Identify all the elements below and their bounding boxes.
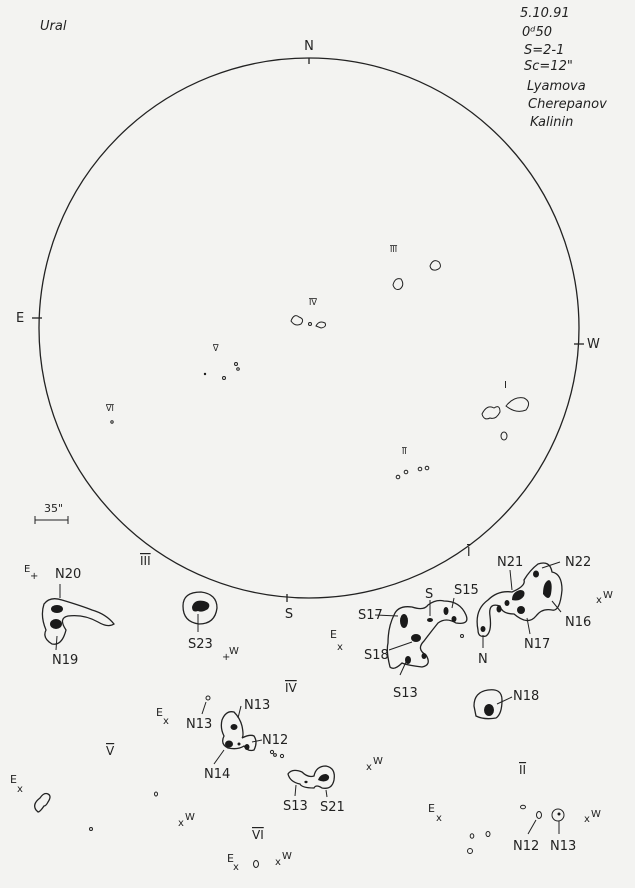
- detail-group-iv: IV E x x W N13 N13 N12 N14 S13 S21: [156, 681, 383, 815]
- svg-text:N13: N13: [244, 698, 270, 713]
- svg-text:E: E: [428, 802, 435, 815]
- svg-text:S15: S15: [454, 583, 479, 598]
- svg-text:N13: N13: [186, 717, 212, 732]
- time: 0ᵈ50: [522, 25, 552, 40]
- svg-text:x: x: [163, 716, 169, 727]
- disk-group-iv: IV: [290, 298, 326, 329]
- date: 5.10.91: [520, 6, 570, 21]
- svg-text:x: x: [233, 862, 239, 873]
- observer-3: Kalinin: [530, 115, 573, 130]
- svg-text:35": 35": [44, 502, 63, 515]
- west-label: W: [587, 337, 600, 352]
- east-label: E: [16, 311, 24, 326]
- svg-text:E: E: [10, 773, 17, 786]
- svg-text:N22: N22: [565, 555, 591, 570]
- svg-text:N20: N20: [55, 567, 81, 582]
- svg-text:II: II: [519, 763, 526, 777]
- observatory-label: Ural: [40, 19, 67, 34]
- svg-text:IV: IV: [285, 681, 298, 695]
- sc-value: Sc=12": [524, 59, 573, 74]
- observer-1: Lyamova: [527, 79, 586, 94]
- svg-text:N13: N13: [550, 839, 576, 854]
- svg-text:x: x: [178, 818, 184, 829]
- svg-text:E: E: [227, 852, 234, 865]
- svg-text:W: W: [373, 756, 383, 767]
- detail-group-vi: VI E x x W: [227, 828, 292, 873]
- svg-text:N12: N12: [513, 839, 539, 854]
- svg-text:N16: N16: [565, 615, 591, 630]
- solar-disk: [38, 57, 580, 599]
- svg-text:VI: VI: [106, 404, 114, 413]
- svg-text:S: S: [425, 587, 433, 602]
- svg-text:S21: S21: [320, 800, 345, 815]
- svg-text:x: x: [275, 857, 281, 868]
- disk-group-ii: II: [395, 447, 430, 480]
- svg-text:x: x: [366, 762, 372, 773]
- svg-text:W: W: [282, 851, 292, 862]
- svg-text:x: x: [17, 784, 23, 795]
- svg-text:III: III: [390, 245, 397, 254]
- svg-text:W: W: [591, 809, 601, 820]
- svg-text:W: W: [185, 812, 195, 823]
- observer-2: Cherepanov: [528, 97, 607, 112]
- svg-text:x: x: [596, 595, 602, 606]
- svg-text:+: +: [30, 571, 38, 582]
- svg-text:VI: VI: [252, 828, 264, 842]
- svg-text:x: x: [337, 642, 343, 653]
- svg-text:S13: S13: [393, 686, 418, 701]
- detail-group-i: I E x x W S17 S S15 S18 S13 N N21: [330, 545, 613, 720]
- svg-text:N21: N21: [497, 555, 523, 570]
- detail-group-iii: III E + N20 N19 S23 + W: [24, 554, 239, 668]
- svg-text:V: V: [106, 744, 115, 758]
- svg-text:W: W: [603, 590, 613, 601]
- seeing: S=2-1: [524, 43, 564, 58]
- svg-text:x: x: [584, 814, 590, 825]
- svg-text:x: x: [436, 813, 442, 824]
- svg-text:E: E: [156, 706, 163, 719]
- svg-text:I: I: [504, 380, 507, 391]
- svg-text:S17: S17: [358, 608, 383, 623]
- disk-group-iii: III: [390, 245, 441, 290]
- disk-group-v: V: [203, 344, 240, 380]
- svg-text:V: V: [213, 344, 219, 353]
- scale-bar: 35": [34, 502, 69, 524]
- svg-text:S23: S23: [188, 637, 213, 652]
- svg-text:N: N: [478, 652, 488, 667]
- disk-group-i: I: [481, 380, 530, 441]
- svg-text:N18: N18: [513, 689, 539, 704]
- svg-text:II: II: [402, 447, 407, 456]
- svg-text:E: E: [24, 564, 30, 575]
- svg-text:S13: S13: [283, 799, 308, 814]
- detail-group-ii: II E x N12 N13 x W: [428, 763, 601, 854]
- svg-text:+: +: [222, 652, 230, 663]
- svg-text:N19: N19: [52, 653, 78, 668]
- svg-text:III: III: [140, 554, 151, 568]
- svg-text:N14: N14: [204, 767, 230, 782]
- detail-group-v: V E x x W: [10, 744, 195, 831]
- svg-text:I: I: [467, 545, 471, 559]
- south-label: S: [285, 607, 293, 622]
- disk-group-vi: VI: [106, 404, 114, 424]
- svg-text:N17: N17: [524, 637, 550, 652]
- svg-text:N12: N12: [262, 733, 288, 748]
- svg-text:S18: S18: [364, 648, 389, 663]
- svg-text:E: E: [330, 628, 337, 641]
- svg-text:IV: IV: [309, 298, 317, 307]
- svg-text:W: W: [229, 646, 239, 657]
- north-label: N: [304, 39, 314, 54]
